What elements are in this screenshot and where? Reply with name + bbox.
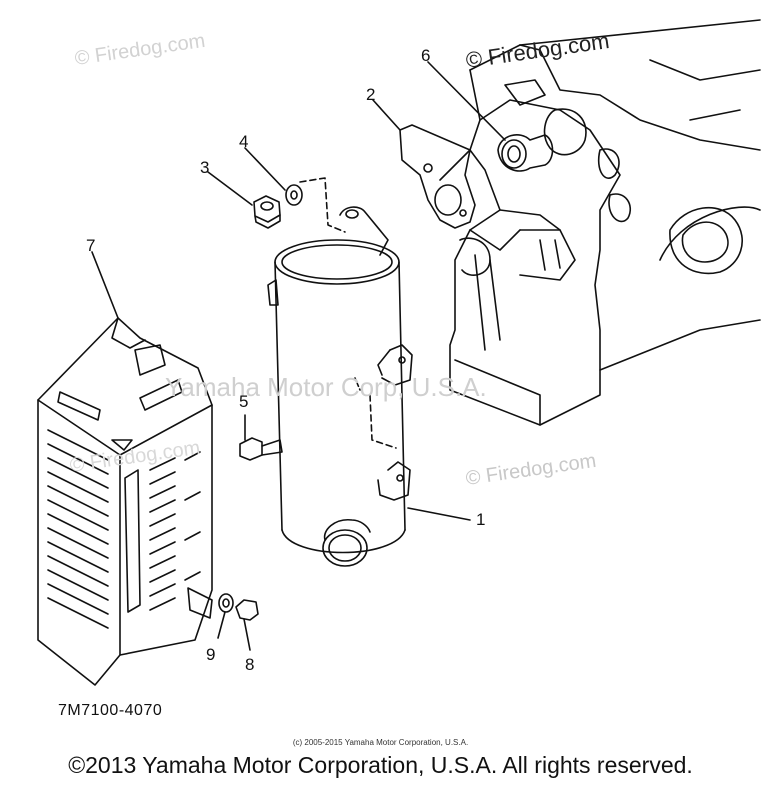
callout-2: 2	[366, 85, 376, 104]
part-9-washer	[217, 593, 234, 639]
part-3-nut	[253, 195, 281, 229]
part-4-washer	[285, 184, 303, 206]
callout-8: 8	[245, 655, 255, 674]
footer-copyright: ©2013 Yamaha Motor Corporation, U.S.A. A…	[68, 752, 693, 778]
part-6-nipple	[497, 134, 554, 172]
small-copyright: (c) 2005-2015 Yamaha Motor Corporation, …	[292, 738, 469, 747]
callout-1: 1	[476, 510, 486, 529]
part-8-bolt	[235, 599, 259, 651]
watermark-center: Yamaha Motor Corp, U.S.A.	[165, 372, 487, 402]
callout-7: 7	[86, 236, 96, 255]
diagram-code: 7M7100-4070	[58, 702, 163, 719]
callout-5: 5	[239, 392, 249, 411]
part-1-muffler	[267, 206, 413, 567]
part-2-gasket	[399, 124, 476, 229]
part-7-cover	[37, 317, 213, 686]
callout-9: 9	[206, 645, 216, 664]
part-5-bolt	[239, 437, 283, 461]
engine-block	[439, 19, 761, 426]
callout-6: 6	[421, 46, 431, 65]
callout-3: 3	[200, 158, 210, 177]
callout-4: 4	[239, 132, 249, 151]
